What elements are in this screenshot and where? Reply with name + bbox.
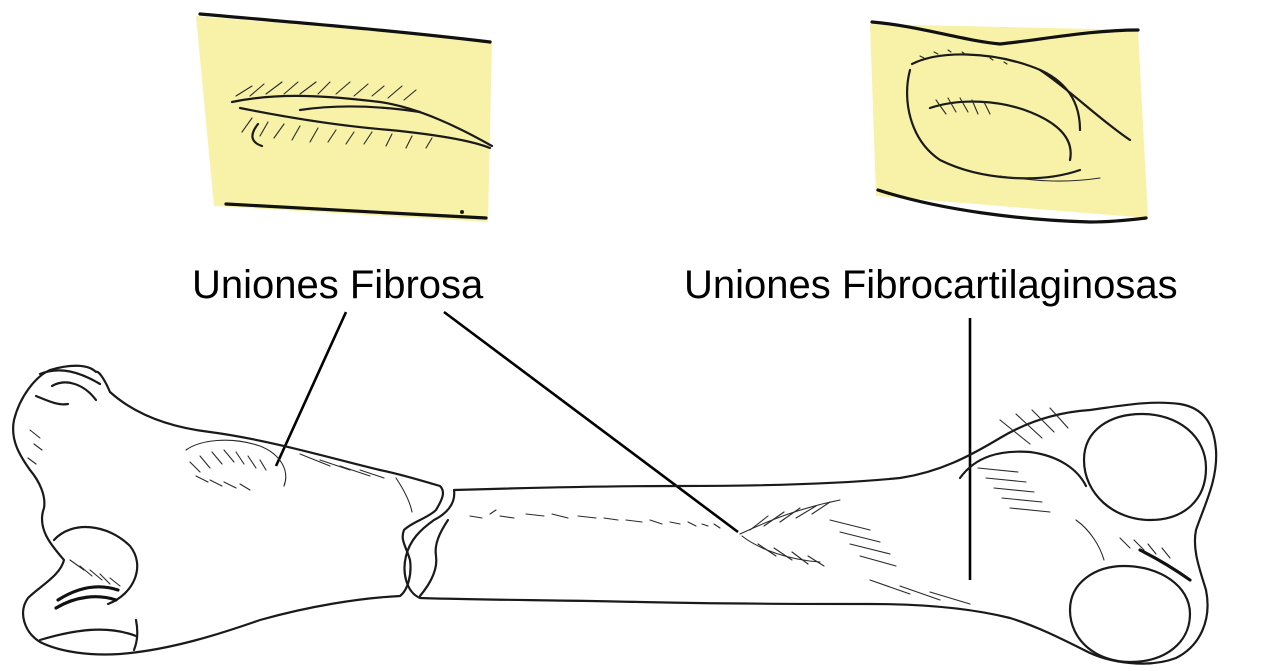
medial-condyle (1084, 414, 1206, 520)
femur-distal-fragment (405, 403, 1217, 664)
fibrocartilaginous-union-label: Uniones Fibrocartilaginosas (684, 263, 1178, 307)
fibrous-inset-background (196, 16, 492, 222)
fibrous-union-label: Uniones Fibrosa (192, 263, 484, 307)
fibrous-union-inset (196, 14, 492, 222)
fibrous-leader-line-2 (444, 312, 738, 532)
fibrous-leader-line-1 (276, 312, 346, 466)
femur-bone (13, 366, 1216, 664)
lateral-condyle (1070, 566, 1190, 662)
fibrocartilaginous-union-inset (870, 22, 1148, 222)
femur-proximal-fragment (13, 366, 443, 655)
